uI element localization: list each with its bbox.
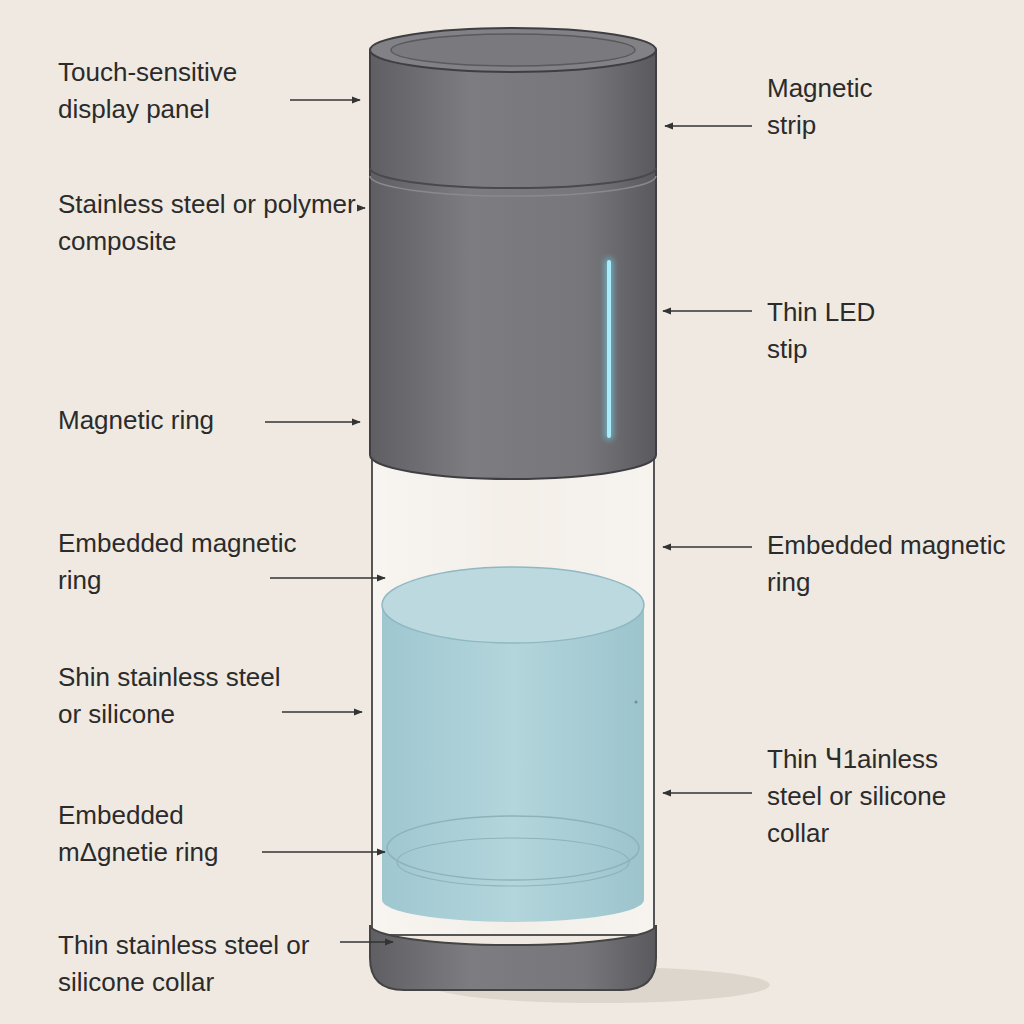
- cap-seam: [370, 176, 656, 196]
- bubble: [635, 701, 638, 704]
- leader-line: [663, 792, 752, 794]
- leader-line: [663, 546, 752, 548]
- water-surface: [382, 567, 644, 643]
- leader-line: [290, 99, 360, 101]
- water: [382, 605, 644, 922]
- leader-line: [282, 711, 362, 713]
- part-label: Touch-sensitive display panel: [58, 54, 308, 128]
- inner-ring: [397, 838, 629, 886]
- part-label: Embedded mΔgnetie ring: [58, 797, 298, 871]
- part-label: Thin stainless steel or silicone collar: [58, 927, 328, 1001]
- leader-line: [265, 421, 360, 423]
- part-label: Embedded magnetic ring: [58, 525, 298, 599]
- leader-line: [340, 941, 393, 943]
- part-label: Thin Ɥ1ainless steel or silicone collar: [767, 741, 997, 852]
- upper-housing: [370, 50, 656, 479]
- part-label: Stainless steel or polymer composite: [58, 186, 358, 260]
- led-glow: [605, 258, 613, 440]
- part-label: Embedded magnetic ring: [767, 527, 1007, 601]
- leader-line: [665, 125, 752, 127]
- part-label: Thin LED stip: [767, 294, 887, 368]
- leader-line: [270, 577, 385, 579]
- cap-seam: [370, 168, 656, 188]
- glass-body: [372, 455, 654, 935]
- bottom-collar: [370, 925, 656, 990]
- part-label: Magnetic ring: [58, 402, 318, 439]
- cap-top: [370, 28, 656, 72]
- leader-line: [262, 851, 385, 853]
- inner-ring: [387, 816, 639, 880]
- led-strip: [607, 260, 611, 438]
- part-label: Shin stainless steel or silicone: [58, 659, 308, 733]
- leader-line: [364, 207, 365, 209]
- part-label: Magnetic strip: [767, 70, 917, 144]
- leader-line: [663, 310, 752, 312]
- display-panel: [391, 34, 635, 66]
